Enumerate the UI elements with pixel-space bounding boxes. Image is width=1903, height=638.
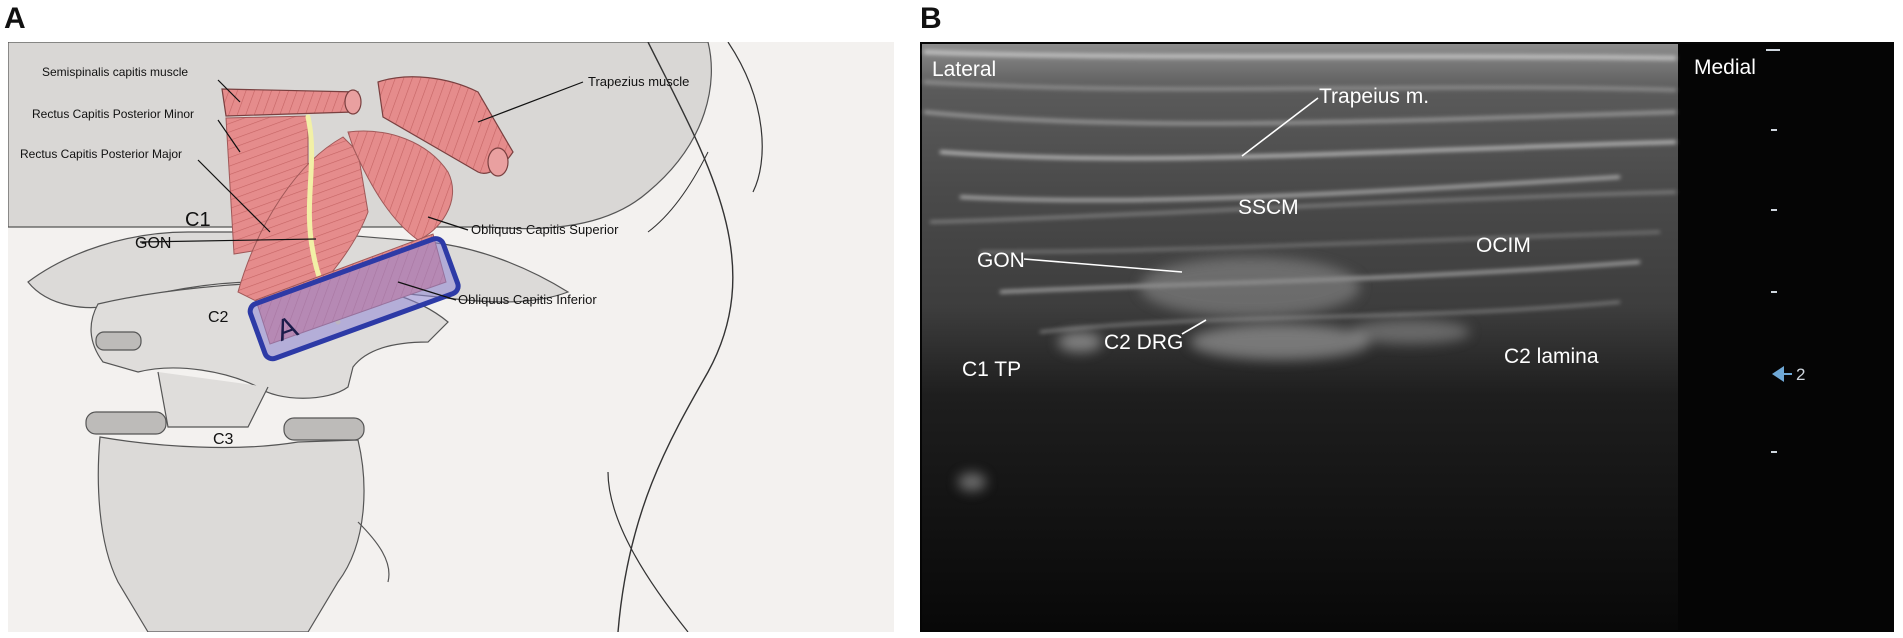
disc-mid-left bbox=[95, 331, 142, 351]
label-c1: C1 bbox=[185, 209, 211, 231]
tissue-layers bbox=[923, 50, 1677, 333]
c2-drg-label: C2 DRG bbox=[1104, 331, 1183, 354]
c3-process bbox=[357, 521, 390, 583]
disc-left bbox=[85, 411, 167, 435]
anatomy-illustration-panel: A Semispinalis capitis muscle Rectus Cap… bbox=[8, 42, 894, 632]
anatomy-illustration: A Semispinalis capitis muscle Rectus Cap… bbox=[8, 42, 763, 632]
focus-depth-label: 2 bbox=[1796, 365, 1805, 384]
label-c3: C3 bbox=[213, 431, 234, 448]
semispinalis-muscle bbox=[221, 88, 359, 117]
c1-tp-label: C1 TP bbox=[962, 358, 1021, 381]
c2-spinous bbox=[157, 371, 269, 428]
label-semispinalis: Semispinalis capitis muscle bbox=[42, 65, 188, 79]
focus-marker-icon bbox=[1772, 366, 1784, 382]
ultrasound-image: 2 Lateral Medial Trapeius m. SSCM GON OC… bbox=[920, 42, 1894, 632]
label-gon: GON bbox=[135, 235, 171, 252]
us-leader-lines bbox=[1023, 97, 1319, 335]
label-rcp-minor: Rectus Capitis Posterior Minor bbox=[32, 107, 194, 121]
trapezius-label: Trapeius m. bbox=[1319, 85, 1429, 108]
lateral-label: Lateral bbox=[932, 58, 996, 81]
panel-b-letter: B bbox=[920, 2, 942, 35]
label-c2: C2 bbox=[208, 309, 229, 326]
head-outline-inner bbox=[727, 42, 763, 193]
medial-label: Medial bbox=[1694, 56, 1756, 79]
sscm-label: SSCM bbox=[1238, 196, 1299, 219]
label-obliquus-inferior: Obliquus Capitis Inferior bbox=[458, 292, 597, 307]
head-outline bbox=[617, 42, 734, 632]
label-rcp-major: Rectus Capitis Posterior Major bbox=[20, 147, 182, 161]
ear-curve bbox=[647, 151, 709, 233]
ultrasound-probe-marker: A bbox=[247, 236, 461, 362]
obliquus-superior-muscle bbox=[347, 130, 454, 241]
gon-label: GON bbox=[977, 249, 1025, 272]
label-trapezius: Trapezius muscle bbox=[588, 74, 689, 89]
depth-scale: 2 bbox=[1766, 49, 1805, 453]
neck-outline bbox=[607, 471, 689, 632]
disc-right bbox=[283, 417, 365, 441]
label-obliquus-superior: Obliquus Capitis Superior bbox=[471, 222, 619, 237]
trapezius-muscle bbox=[377, 76, 514, 174]
ultrasound-panel: 2 Lateral Medial Trapeius m. SSCM GON OC… bbox=[920, 42, 1894, 632]
c2-lamina-label: C2 lamina bbox=[1504, 345, 1599, 368]
panel-a-letter: A bbox=[4, 2, 26, 35]
ocim-label: OCIM bbox=[1476, 234, 1531, 257]
c3-vertebra bbox=[97, 436, 365, 632]
leader-lines bbox=[139, 79, 584, 301]
